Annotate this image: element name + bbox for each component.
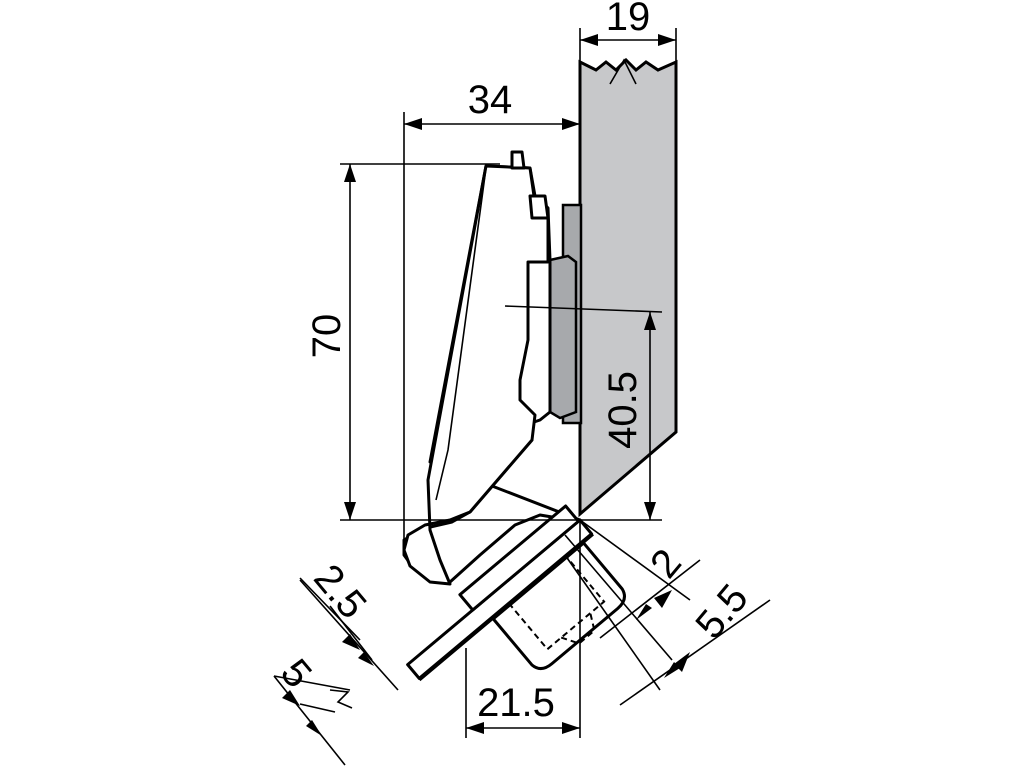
arrow-5-a: [282, 690, 300, 706]
arrow-70-bottom: [344, 502, 356, 520]
arrow-34-right: [562, 118, 580, 130]
arrow-21-5-right: [562, 722, 580, 734]
arrow-21-5-left: [466, 722, 484, 734]
arrow-2-b: [636, 604, 652, 620]
arrow-2-a: [654, 590, 672, 608]
arrow-70-top: [344, 164, 356, 182]
arrow-34-left: [404, 118, 422, 130]
dim-label-70: 70: [305, 314, 349, 359]
dim-label-21-5: 21.5: [477, 681, 555, 725]
dim-label-34: 34: [468, 78, 513, 122]
panel-break-line: [609, 58, 637, 85]
dim-label-5: 5: [272, 651, 320, 696]
arrow-5-b: [306, 720, 322, 736]
arrow-19-right: [658, 34, 676, 46]
ext-line-right-diag-1: [579, 519, 691, 601]
arrow-40-5-bottom: [644, 502, 656, 520]
arrow-2-5-b: [358, 652, 374, 666]
ext-line-left-diag-3: [273, 675, 351, 691]
ext-line-40-5-top: [504, 305, 663, 313]
dim-label-5-5: 5.5: [687, 576, 756, 647]
ext-line-right-diag-3: [564, 554, 661, 691]
arrow-2-5-a: [342, 634, 360, 650]
door-assembly: [406, 504, 626, 682]
dim-line-5-5: [619, 599, 771, 706]
hinge-cup-hidden: [508, 555, 606, 651]
hinge-cup-rim: [458, 504, 580, 612]
hinge-arm-ridge: [435, 167, 487, 501]
arrow-5-5-b: [664, 662, 680, 678]
door-break-symbol: [329, 689, 353, 709]
arrow-19-left: [580, 34, 598, 46]
hinge-arm-pin: [510, 150, 526, 170]
mounting-plate-clip: [548, 254, 578, 420]
cabinet-panel: [578, 57, 678, 518]
hinge-arm-tab: [528, 194, 550, 220]
dim-label-2-5: 2.5: [305, 556, 374, 627]
dim-label-19: 19: [606, 0, 651, 39]
ext-line-left-diag-2: [329, 605, 373, 661]
ext-line-left-diag-4: [299, 703, 336, 713]
dim-line-5: [273, 675, 346, 766]
arrow-40-5-top: [644, 312, 656, 330]
ext-line-left-diag-1: [299, 577, 361, 641]
ext-line-right-diag-2: [564, 534, 673, 661]
hinge-arm-main: [402, 164, 550, 586]
dim-label-2: 2: [642, 541, 690, 586]
hinge-cup: [491, 541, 626, 671]
dim-line-2: [599, 559, 701, 639]
dim-label-40-5: 40.5: [601, 371, 645, 449]
